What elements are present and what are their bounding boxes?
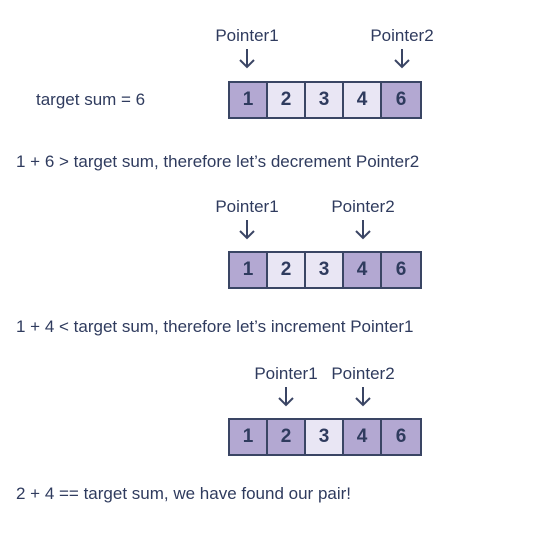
pointer2-label: Pointer2 <box>331 364 395 383</box>
pointer2-label: Pointer2 <box>331 197 395 216</box>
array-cell: 6 <box>382 420 420 454</box>
pointer2-arrow-icon <box>353 386 373 408</box>
array-cell: 2 <box>268 83 306 117</box>
pointer1-label: Pointer1 <box>215 26 279 45</box>
pointer1-arrow-icon <box>237 219 257 241</box>
pointer2-arrow-icon <box>353 219 373 241</box>
array-cell: 1 <box>230 253 268 287</box>
array-cell: 3 <box>306 253 344 287</box>
pointer1-arrow-icon <box>276 386 296 408</box>
array-cell: 2 <box>268 253 306 287</box>
array-cell: 6 <box>382 83 420 117</box>
step-1-caption: 1 + 6 > target sum, therefore let’s decr… <box>16 152 420 171</box>
pointer1-label: Pointer1 <box>254 364 318 383</box>
step-3-caption: 2 + 4 == target sum, we have found our p… <box>16 484 352 503</box>
array-step-1: 1 2 3 4 6 <box>228 81 422 119</box>
pointer2-arrow-icon <box>392 48 412 70</box>
step-2-caption: 1 + 4 < target sum, therefore let’s incr… <box>16 317 414 336</box>
array-cell: 1 <box>230 420 268 454</box>
target-sum-label: target sum = 6 <box>36 90 146 109</box>
array-cell: 4 <box>344 253 382 287</box>
array-cell: 4 <box>344 83 382 117</box>
pointer1-arrow-icon <box>237 48 257 70</box>
pointer2-label: Pointer2 <box>370 26 434 45</box>
pointer1-label: Pointer1 <box>215 197 279 216</box>
array-step-2: 1 2 3 4 6 <box>228 251 422 289</box>
array-cell: 6 <box>382 253 420 287</box>
array-cell: 1 <box>230 83 268 117</box>
array-cell: 3 <box>306 83 344 117</box>
array-step-3: 1 2 3 4 6 <box>228 418 422 456</box>
array-cell: 3 <box>306 420 344 454</box>
array-cell: 2 <box>268 420 306 454</box>
array-cell: 4 <box>344 420 382 454</box>
